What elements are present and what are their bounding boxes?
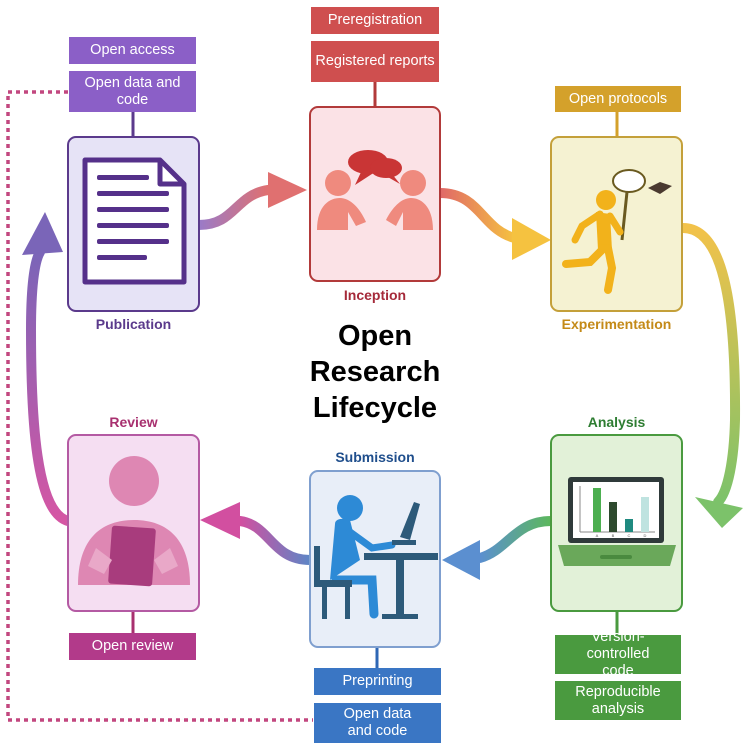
chart-x-label-d: D: [644, 533, 647, 538]
person-at-computer-icon: [314, 495, 438, 619]
stage-label-experimentation: Experimentation: [561, 316, 672, 332]
arrow-review-to-publication: [25, 247, 73, 526]
chart-x-label-a: A: [596, 533, 599, 538]
submission-tag-open-data-and-code: Open data and code: [314, 703, 441, 743]
submission-tag-preprinting: Preprinting: [314, 668, 441, 695]
arrow-inception-to-experimentation: [435, 188, 520, 243]
bar-a: [593, 488, 601, 532]
publication-tag-open-data-and-code: Open data and code: [69, 71, 196, 112]
chart-x-label-c: C: [628, 533, 631, 538]
analysis-tag-reproducible-analysis: Reproducible analysis: [555, 681, 681, 720]
arrowhead-analysis-to-submission: [442, 540, 480, 580]
running-person-with-net-icon: [562, 169, 672, 294]
laptop-bar-chart-icon: A B C D: [558, 477, 676, 566]
discussion-icon: [317, 150, 433, 230]
stage-label-submission: Submission: [335, 449, 415, 465]
bar-d: [641, 497, 649, 532]
review-tag-open-review: Open review: [69, 633, 196, 660]
stage-label-analysis: Analysis: [587, 414, 646, 430]
arrowhead-review-to-publication: [22, 212, 63, 255]
analysis-tag-version-controlled-code: Version-controlled code: [555, 629, 681, 679]
inception-box: [309, 106, 441, 282]
bar-c: [625, 519, 633, 532]
stage-label-inception: Inception: [343, 287, 407, 303]
inception-tag-registered-reports: Registered reports: [311, 41, 439, 82]
document-icon: [82, 157, 187, 285]
arrowhead-experimentation-to-analysis: [695, 497, 743, 528]
experimentation-tag-open-protocols: Open protocols: [555, 86, 681, 112]
reviewer-reading-icon: [78, 456, 190, 587]
arrow-experimentation-to-analysis: [678, 223, 741, 507]
diagram-title-line-1: Open: [337, 320, 413, 352]
inception-tag-preregistration: Preregistration: [311, 7, 439, 34]
diagram-title-line-3: Lifecycle: [312, 392, 438, 424]
arrow-publication-to-inception: [194, 185, 273, 230]
arrow-submission-to-review: [235, 516, 315, 565]
arrow-analysis-to-submission: [475, 516, 556, 563]
bar-b: [609, 502, 617, 532]
publication-tag-open-access: Open access: [69, 37, 196, 64]
arrowhead-submission-to-review: [200, 502, 240, 539]
chart-x-label-b: B: [612, 533, 615, 538]
arrowhead-inception-to-experimentation: [512, 218, 551, 260]
arrowhead-publication-to-inception: [268, 172, 307, 208]
stage-label-publication: Publication: [95, 316, 172, 332]
diagram-title-line-2: Research: [309, 356, 441, 388]
feedback-loop-dotted-line: [6, 90, 313, 722]
diagram-title: Open Research Lifecycle: [285, 318, 465, 426]
stage-label-review: Review: [109, 414, 158, 430]
